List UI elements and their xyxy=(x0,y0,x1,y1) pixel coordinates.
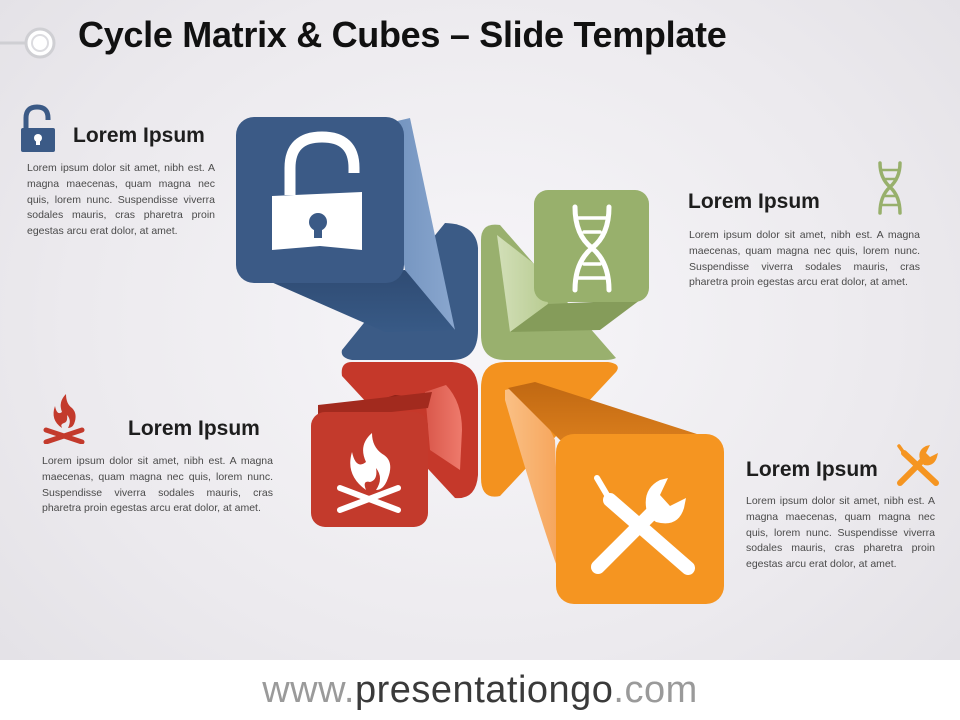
dna-icon xyxy=(878,161,902,215)
footer-suffix: .com xyxy=(613,669,698,711)
red-arrow xyxy=(311,362,478,527)
campfire-icon xyxy=(43,394,85,444)
tools-icon xyxy=(897,444,939,486)
footer-prefix: www. xyxy=(262,669,355,711)
campfire-icon xyxy=(337,433,401,513)
block-title: Lorem Ipsum xyxy=(128,417,260,440)
block-text: Lorem ipsum dolor sit amet, nibh est. A … xyxy=(689,229,920,289)
footer-website: www.presentationgo.com xyxy=(0,660,960,720)
block-text: Lorem ipsum dolor sit amet, nibh est. A … xyxy=(746,495,935,571)
dna-icon xyxy=(572,204,612,293)
block-title: Lorem Ipsum xyxy=(73,124,205,147)
lock-open-icon xyxy=(272,131,362,250)
block-text: Lorem ipsum dolor sit amet, nibh est. A … xyxy=(42,455,273,515)
footer-brand: presentationgo xyxy=(355,669,614,711)
lock-open-icon xyxy=(21,104,55,152)
page-title: Cycle Matrix & Cubes – Slide Template xyxy=(78,14,727,55)
block-text: Lorem ipsum dolor sit amet, nibh est. A … xyxy=(27,162,215,238)
tools-icon xyxy=(591,475,695,575)
block-title: Lorem Ipsum xyxy=(746,458,878,481)
block-title: Lorem Ipsum xyxy=(688,190,820,213)
green-arrow xyxy=(481,190,649,360)
title-decoration xyxy=(0,27,56,59)
